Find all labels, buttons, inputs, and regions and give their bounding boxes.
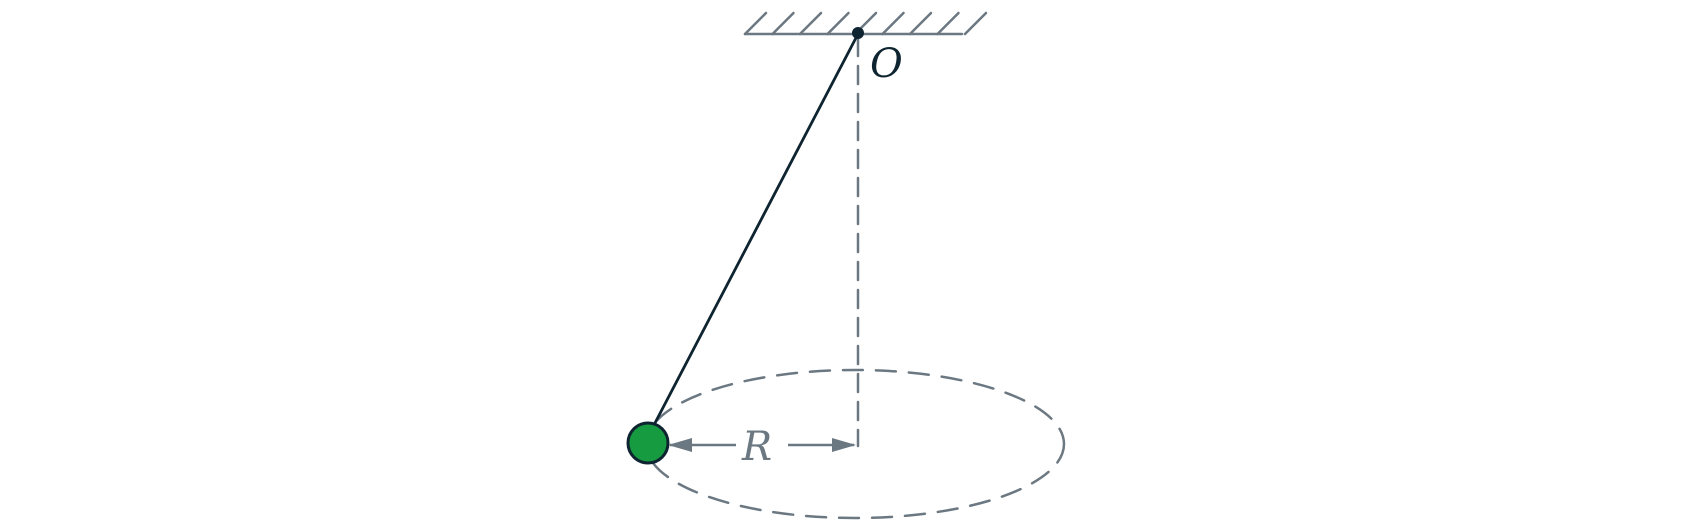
pendulum-string <box>653 32 860 425</box>
pendulum-bob <box>626 421 670 465</box>
pivot-label: O <box>870 41 903 87</box>
ceiling-support <box>743 11 988 36</box>
hatch-mark <box>908 11 933 36</box>
hatch-mark <box>771 11 795 36</box>
hatch-mark <box>826 11 850 36</box>
ceiling-hatching <box>743 11 988 36</box>
hatch-mark <box>743 11 768 36</box>
hatch-mark <box>881 11 905 36</box>
hatch-mark <box>798 11 823 36</box>
radius-label: R <box>741 424 772 470</box>
hatch-mark <box>936 11 960 36</box>
hatch-mark <box>963 11 988 36</box>
pivot-point <box>852 27 864 39</box>
